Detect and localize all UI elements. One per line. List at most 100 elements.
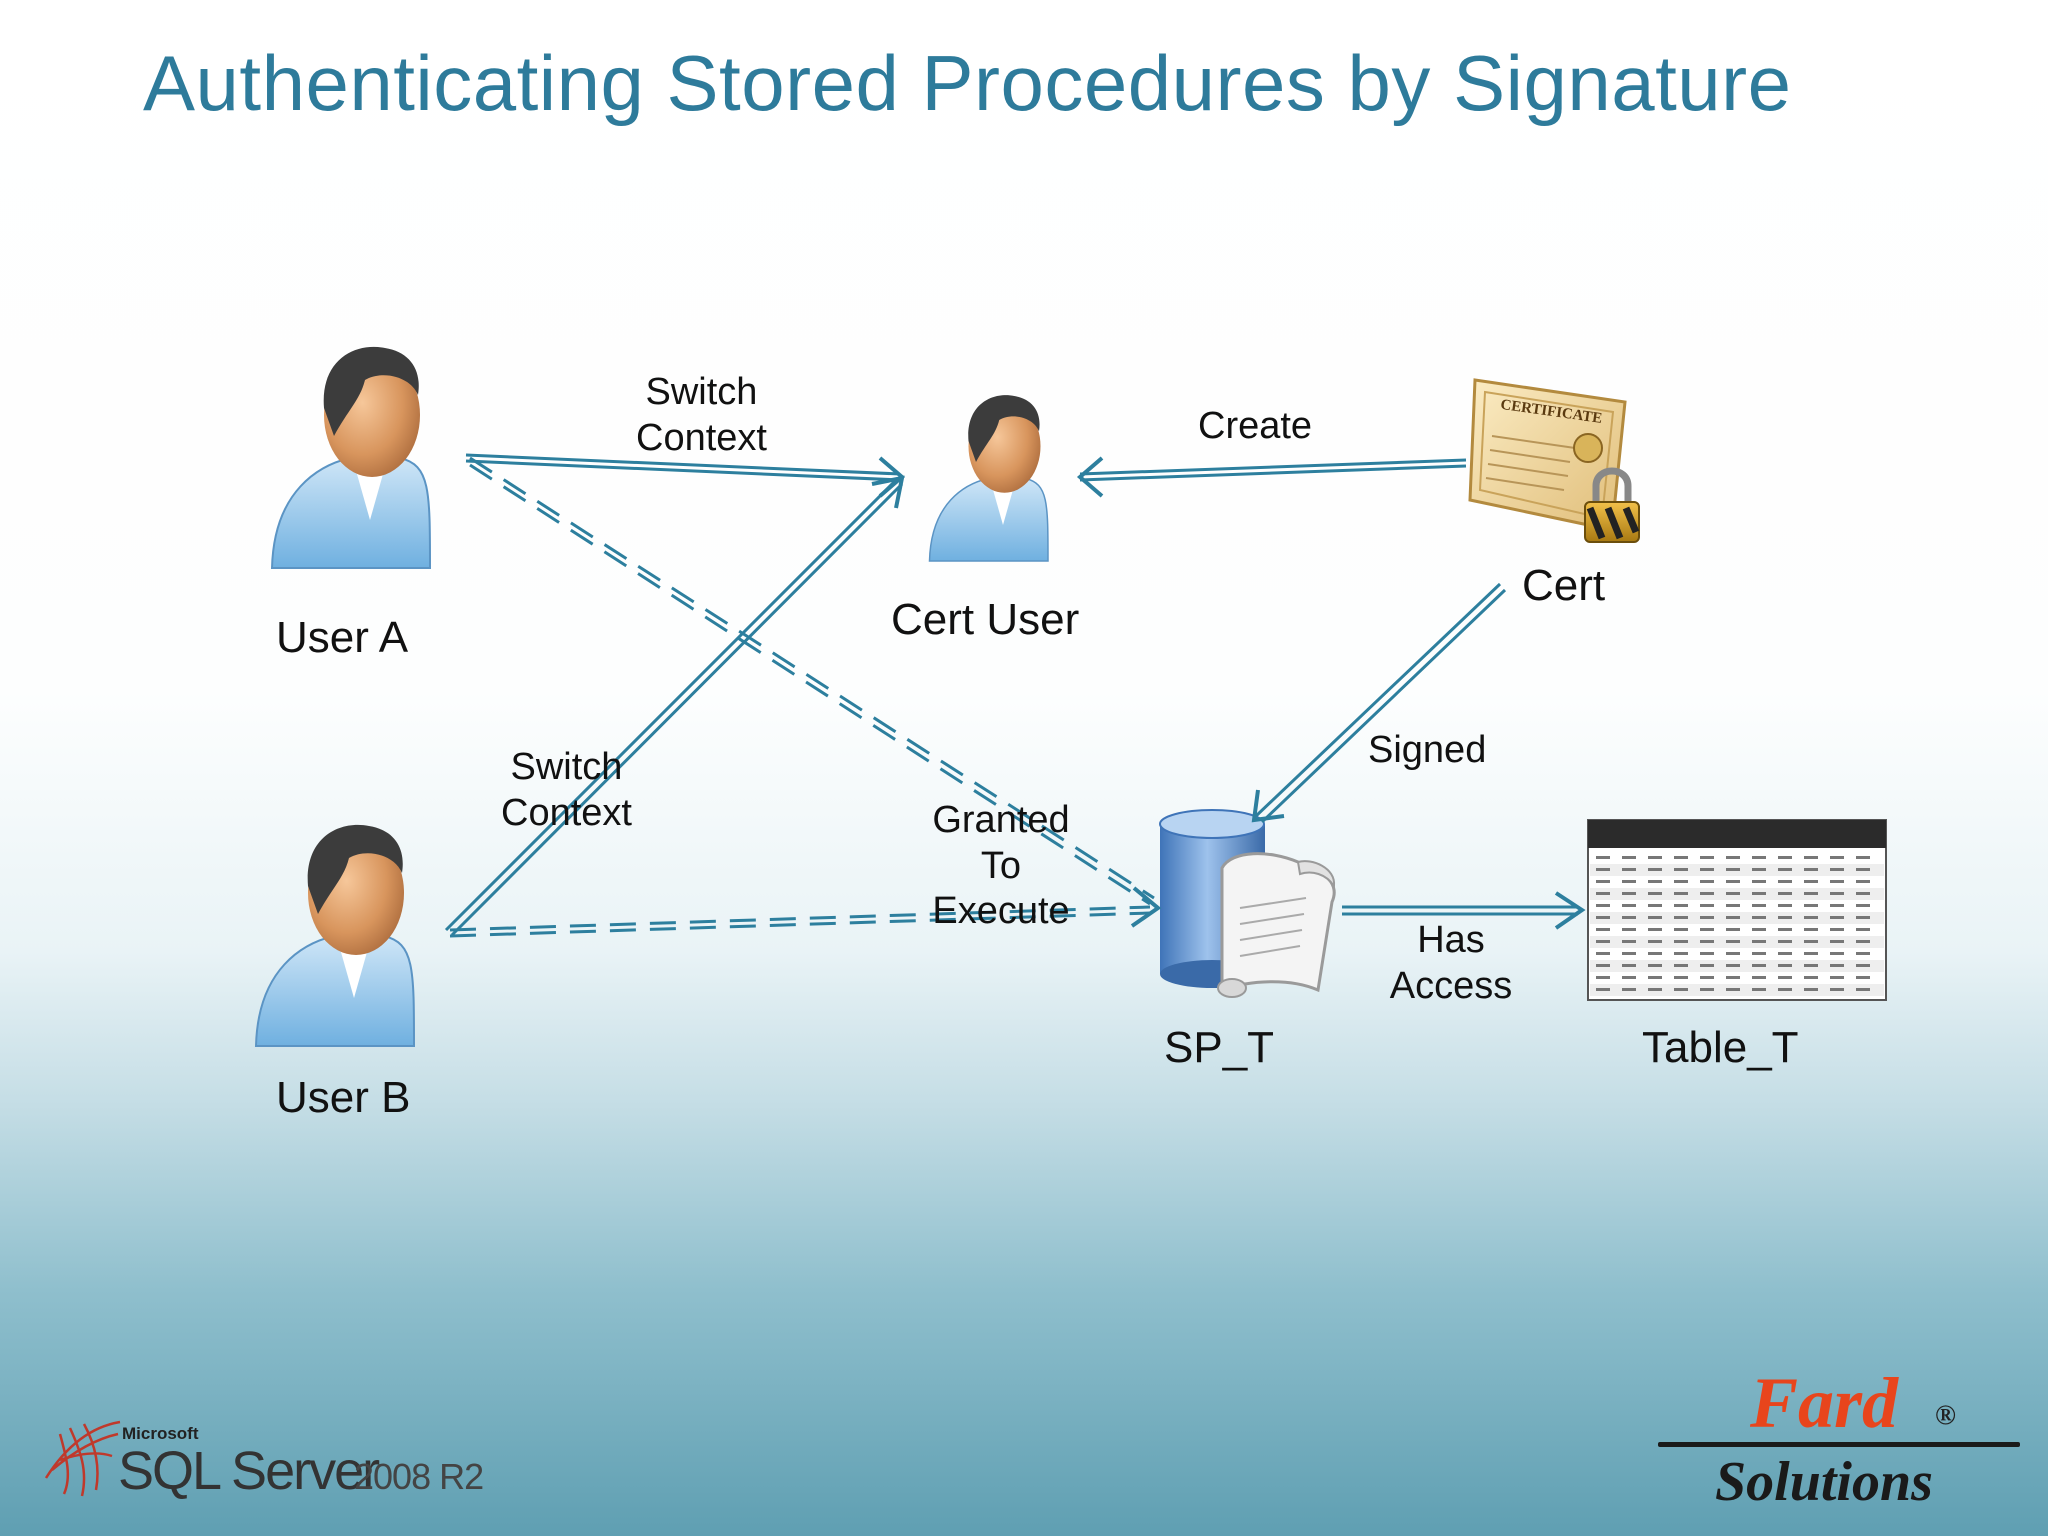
table-icon-cell [1726,880,1740,883]
table-icon-cell [1596,940,1610,943]
table-icon-cell [1830,916,1844,919]
switch-context-b-line1: Switch [510,746,623,788]
table-icon-cell [1778,964,1792,967]
table-icon-cell [1622,988,1636,991]
table-icon-cell [1856,892,1870,895]
table-icon-cell [1596,880,1610,883]
cert-user-label: Cert User [891,595,1080,644]
table-icon-cell [1804,988,1818,991]
table-icon-cell [1804,976,1818,979]
table-icon-cell [1856,952,1870,955]
table-icon-cell [1674,964,1688,967]
table-icon-cell [1778,916,1792,919]
signed-label: Signed [1368,729,1487,771]
table-icon-cell [1596,928,1610,931]
table-icon-cell [1700,988,1714,991]
table-icon-cell [1648,880,1662,883]
sql-server-logo-text: SQL Server [118,1441,380,1501]
microsoft-logo-text: Microsoft [122,1424,199,1443]
table-icon-cell [1752,892,1766,895]
granted-to-execute-label: Granted To Execute [928,798,1074,935]
has-access-line1: Has [1417,919,1485,961]
table-icon-cell [1830,880,1844,883]
table-icon-cell [1726,904,1740,907]
table-icon-cell [1622,940,1636,943]
table-icon-cell [1830,952,1844,955]
table-icon-cell [1648,988,1662,991]
user-b-person-icon [254,824,416,1047]
table-icon-cell [1726,940,1740,943]
table-icon-cell [1700,856,1714,859]
fard-logo-text: Fard [1750,1363,1899,1443]
table-icon-cell [1856,868,1870,871]
table-icon-cell [1830,988,1844,991]
table-icon-cell [1778,904,1792,907]
switch-context-a-line1: Switch [645,371,758,413]
table-icon-cell [1648,904,1662,907]
table-icon-cell [1752,976,1766,979]
table-icon-cell [1856,880,1870,883]
table-t-label: Table_T [1642,1023,1799,1072]
table-icon-cell [1752,940,1766,943]
granted-line1: Granted [932,799,1070,841]
user-a-person-icon [270,346,432,569]
table-icon-cell [1622,856,1636,859]
table-icon-cell [1596,988,1610,991]
table-icon-cell [1596,904,1610,907]
table-icon-cell [1778,988,1792,991]
arrow-sp-t-to-table-t [1342,891,1586,930]
table-icon-cell [1830,904,1844,907]
table-icon-cell [1856,988,1870,991]
table-icon-cell [1674,904,1688,907]
solutions-logo-text: Solutions [1715,1451,1933,1513]
table-icon-cell [1778,880,1792,883]
table-icon-cell [1804,880,1818,883]
table-icon-cell [1752,988,1766,991]
table-icon-cell [1700,904,1714,907]
table-icon-cell [1674,928,1688,931]
table-icon-cell [1726,856,1740,859]
table-icon-cell [1856,916,1870,919]
table-icon-cell [1648,892,1662,895]
cert-user-person-icon [928,395,1049,562]
table-icon-cell [1700,868,1714,871]
table-icon-cell [1648,976,1662,979]
table-icon-cell [1674,976,1688,979]
table-icon-cell [1830,976,1844,979]
table-icon-cell [1752,904,1766,907]
registered-mark: ® [1935,1400,1956,1431]
table-icon-cell [1804,904,1818,907]
switch-context-b-line2: Context [501,791,632,834]
table-icon-cell [1648,928,1662,931]
table-icon-cell [1804,964,1818,967]
table-icon-cell [1778,940,1792,943]
table-icon-cell [1830,868,1844,871]
table-icon-cell [1856,940,1870,943]
table-icon-cell [1830,940,1844,943]
table-icon-cell [1700,976,1714,979]
table-icon-cell [1856,928,1870,931]
table-icon-cell [1622,964,1636,967]
table-icon-cell [1596,892,1610,895]
table-icon-cell [1596,952,1610,955]
create-label: Create [1198,405,1313,447]
cert-label: Cert [1522,561,1606,610]
switch-context-a-line2: Context [636,416,767,459]
table-icon-cell [1752,880,1766,883]
table-icon-cell [1726,892,1740,895]
stored-procedure-icon [1159,809,1336,998]
table-icon-cell [1674,868,1688,871]
lock-icon [1584,467,1640,543]
table-icon-cell [1856,976,1870,979]
table-icon-cell [1752,868,1766,871]
table-icon-cell [1752,964,1766,967]
table-icon-cell [1674,916,1688,919]
sql-server-logo-icon [44,1420,121,1497]
table-icon-cell [1700,892,1714,895]
table-icon-cell [1700,952,1714,955]
table-icon-cell [1648,916,1662,919]
table-icon-cell [1700,940,1714,943]
arrow-user-b-to-cert-user [444,475,905,937]
switch-context-label-b: Switch Context [501,745,632,836]
